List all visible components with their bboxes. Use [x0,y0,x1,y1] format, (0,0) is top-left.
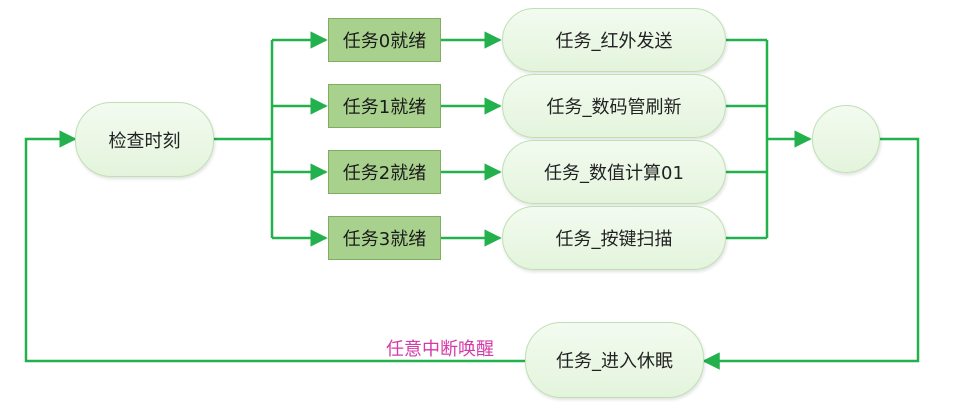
task-calc-label: 任务_数值计算01 [544,163,684,184]
task3-ready-label: 任务3就绪 [342,229,427,250]
task1-ready-label: 任务1就绪 [342,97,427,118]
task0-ready-node: 任务0就绪 [328,18,441,62]
task-key-scan-node: 任务_按键扫描 [502,206,726,270]
check-time-label: 检查时刻 [108,130,181,152]
task2-ready-node: 任务2就绪 [328,150,441,194]
connector-sleep-check [24,130,525,363]
task1-ready-node: 任务1就绪 [328,84,441,128]
join-circle-node [812,105,880,173]
task-display-refresh-node: 任务_数码管刷新 [502,74,726,138]
wake-interrupt-label: 任意中断唤醒 [386,339,494,360]
task-display-refresh-label: 任务_数码管刷新 [546,97,682,118]
check-time-node: 检查时刻 [75,102,214,177]
connector-join-sleep [702,137,920,370]
task-sleep-node: 任务_进入休眠 [525,322,704,398]
task-sleep-label: 任务_进入休眠 [556,351,673,372]
task0-ready-label: 任务0就绪 [342,31,427,52]
task-calc-node: 任务_数值计算01 [502,140,726,204]
task-ir-send-node: 任务_红外发送 [502,8,726,72]
task-key-scan-label: 任务_按键扫描 [555,229,673,250]
task-ir-send-label: 任务_红外发送 [555,31,673,52]
task3-ready-node: 任务3就绪 [328,216,441,260]
task2-ready-label: 任务2就绪 [342,163,427,184]
